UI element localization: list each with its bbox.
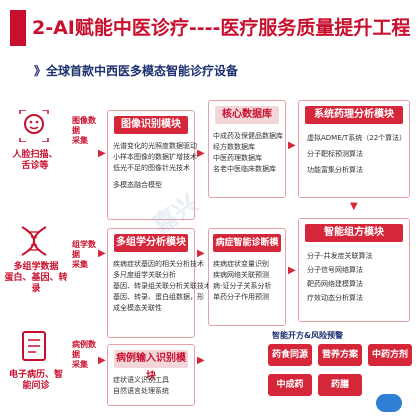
page-title: 2-AI赋能中医诊疗----医疗服务质量提升工程 bbox=[32, 17, 411, 39]
module-item: 症状语义识别工具 bbox=[113, 376, 169, 384]
module-item: 多尺度组学关联分析 bbox=[113, 271, 176, 279]
arrow-right-icon: ▶ bbox=[197, 248, 205, 259]
left-item-dna bbox=[16, 225, 52, 261]
database-item: 中医药理数据库 bbox=[213, 154, 262, 162]
module-item: 基因、转录组关联分析关联技术 bbox=[113, 282, 211, 290]
pharmacology-module-box: 系统药理分析模块 虚拟ADME/T系统（22个算法） 分子靶标预测算法 功能富集… bbox=[298, 100, 410, 198]
diagnosis-title: 病症智能诊断模块 bbox=[213, 234, 281, 266]
image-recognition-module: 图像识别模块 光谱变化的光照度数据驱动 小样本图像的数据扩增技术 低光不足的图像… bbox=[107, 110, 197, 220]
arrow-right-icon: ▶ bbox=[98, 355, 106, 366]
diagnosis-module-box: 病症智能诊断模块 疾病症状变量识别 疾病网络关联预测 病-证分子关系分析 单药分… bbox=[208, 228, 286, 326]
case-data-collection-label: 病例数据 采集 bbox=[72, 340, 96, 369]
module-item: 光谱变化的光照度数据驱动 bbox=[113, 142, 197, 150]
arrow-right-icon: ▶ bbox=[288, 140, 296, 151]
output-pill: 药食同源 bbox=[268, 344, 312, 366]
image-data-collection-label: 图像数据 采集 bbox=[72, 116, 96, 145]
database-item: 经方数数据库 bbox=[213, 143, 255, 151]
prescription-module-box: 智能组方模块 分子-并发症关联算法 分子信号网络算法 靶药网络建模算法 疗效动态… bbox=[298, 218, 410, 322]
left-item-record-label: 电子病历、智 能问诊 bbox=[8, 370, 63, 391]
title-accent-bar bbox=[10, 10, 26, 46]
module-title: 多组学分析模块 bbox=[114, 234, 188, 252]
arrow-down-icon: ▼ bbox=[350, 201, 358, 212]
page-subtitle: 》全球首款中西医多模态智能诊疗设备 bbox=[34, 64, 239, 78]
diagnosis-item: 疾病网络关联预测 bbox=[213, 271, 269, 279]
diagnosis-item: 疾病症状变量识别 bbox=[213, 260, 269, 268]
prescription-title: 智能组方模块 bbox=[305, 224, 403, 242]
output-pill: 营养方案 bbox=[318, 344, 362, 366]
prescription-item: 分子-并发症关联算法 bbox=[307, 252, 373, 260]
arrow-right-icon: ▶ bbox=[197, 355, 205, 366]
prescription-warning-label: 智能开方&风险预警 bbox=[272, 331, 343, 340]
arrow-right-icon: ▶ bbox=[98, 248, 106, 259]
module-item: 小样本图像的数据扩增技术 bbox=[113, 153, 197, 161]
prescription-item: 分子信号网络算法 bbox=[307, 266, 363, 274]
module-title: 病例输入识别模块 bbox=[114, 350, 188, 382]
module-item: 成全模态关联性 bbox=[113, 304, 162, 312]
pharmacology-item: 虚拟ADME/T系统（22个算法） bbox=[307, 134, 407, 142]
diagnosis-item: 单药分子作用预测 bbox=[213, 293, 269, 301]
arrow-right-icon: ▶ bbox=[288, 265, 296, 276]
medical-record-icon bbox=[22, 331, 46, 361]
module-item: 多模态融合模型 bbox=[113, 181, 162, 189]
output-pill: 药膳 bbox=[318, 374, 362, 396]
output-pill: 中成药 bbox=[268, 374, 312, 396]
database-title: 核心数据库 bbox=[215, 106, 279, 124]
output-pill: 中药方剂 bbox=[368, 344, 412, 366]
pharmacology-item: 分子靶标预测算法 bbox=[307, 150, 363, 158]
arrow-right-icon: ▶ bbox=[197, 148, 205, 159]
left-item-record bbox=[16, 330, 52, 366]
database-item: 中成药及保健品数据库 bbox=[213, 132, 283, 140]
core-database-box: 核心数据库 中成药及保健品数据库 经方数数据库 中医药理数据库 名老中医临床数据… bbox=[208, 100, 286, 198]
module-item: 疾病症状基因的相关分析技术 bbox=[113, 260, 204, 268]
face-scan-icon bbox=[19, 109, 49, 143]
left-item-face-label: 人脸扫描、 舌诊等 bbox=[12, 150, 58, 171]
module-item: 自然语言处理系统 bbox=[113, 387, 169, 395]
pharmacology-title: 系统药理分析模块 bbox=[305, 106, 403, 124]
arrow-right-icon: ▶ bbox=[98, 148, 106, 159]
database-item: 名老中医临床数据库 bbox=[213, 165, 276, 173]
omics-data-collection-label: 组学数据 采集 bbox=[72, 240, 96, 269]
logo-icon bbox=[376, 394, 402, 412]
dna-icon bbox=[21, 226, 47, 256]
multi-omics-module: 多组学分析模块 疾病症状基因的相关分析技术 多尺度组学关联分析 基因、转录组关联… bbox=[107, 228, 211, 338]
left-item-dna-label: 多组学数据 蛋白、基因、转录 bbox=[4, 262, 68, 294]
module-title: 图像识别模块 bbox=[114, 116, 188, 134]
prescription-item: 疗效动态分析算法 bbox=[307, 294, 363, 302]
pharmacology-item: 功能富集分析算法 bbox=[307, 166, 363, 174]
prescription-item: 靶药网络建模算法 bbox=[307, 280, 363, 288]
module-item: 低光不足的图像针光技术 bbox=[113, 164, 190, 172]
diagnosis-item: 病-证分子关系分析 bbox=[213, 282, 272, 290]
module-item: 基因、转录、蛋白组数据，形 bbox=[113, 293, 204, 301]
left-item-face bbox=[16, 109, 52, 146]
case-input-module: 病例输入识别模块 症状语义识别工具 自然语言处理系统 bbox=[107, 344, 195, 406]
